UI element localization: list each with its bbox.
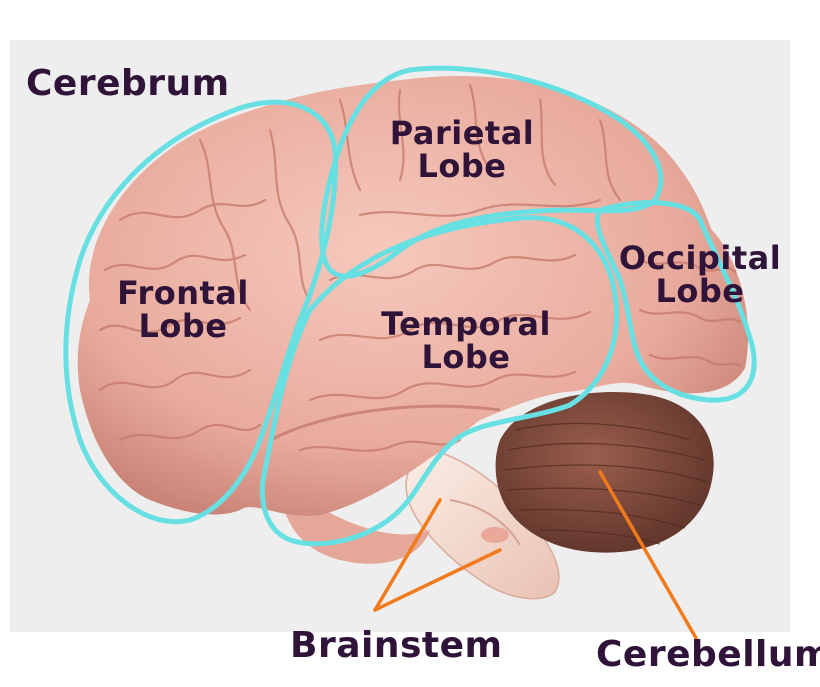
- frontal-lobe-label-line2: Lobe: [138, 306, 228, 345]
- temporal-lobe-label-line1: Temporal: [381, 305, 551, 343]
- parietal-lobe-label-line1: Parietal: [389, 114, 535, 152]
- occipital-lobe-label: Occipital Lobe: [612, 242, 788, 307]
- cerebrum: [77, 75, 749, 516]
- occipital-lobe-label-line2: Lobe: [655, 271, 745, 310]
- frontal-lobe-label: Frontal Lobe: [108, 277, 258, 342]
- brainstem-pointer-upper: [373, 498, 442, 612]
- occipital-lobe-outline: [594, 200, 757, 403]
- brainstem-pointer-lower: [373, 548, 502, 612]
- cerebrum-label: Cerebrum: [26, 63, 230, 104]
- occipital-lobe-label-line1: Occipital: [618, 239, 782, 277]
- cerebellum-label: Cerebellum: [596, 634, 820, 675]
- parietal-lobe-label-line2: Lobe: [417, 146, 507, 185]
- temporal-lobe-outline: [260, 215, 620, 547]
- parietal-lobe-outline: [319, 65, 664, 279]
- brainstem-label: Brainstem: [290, 625, 503, 666]
- parietal-lobe-label: Parietal Lobe: [388, 117, 536, 182]
- temporal-lobe-label-line2: Lobe: [421, 337, 511, 376]
- frontal-lobe-label-line1: Frontal: [117, 274, 249, 312]
- cerebellum-pointer: [598, 470, 698, 640]
- frontal-lobe-outline: [63, 99, 338, 525]
- temporal-lobe-label: Temporal Lobe: [373, 308, 559, 373]
